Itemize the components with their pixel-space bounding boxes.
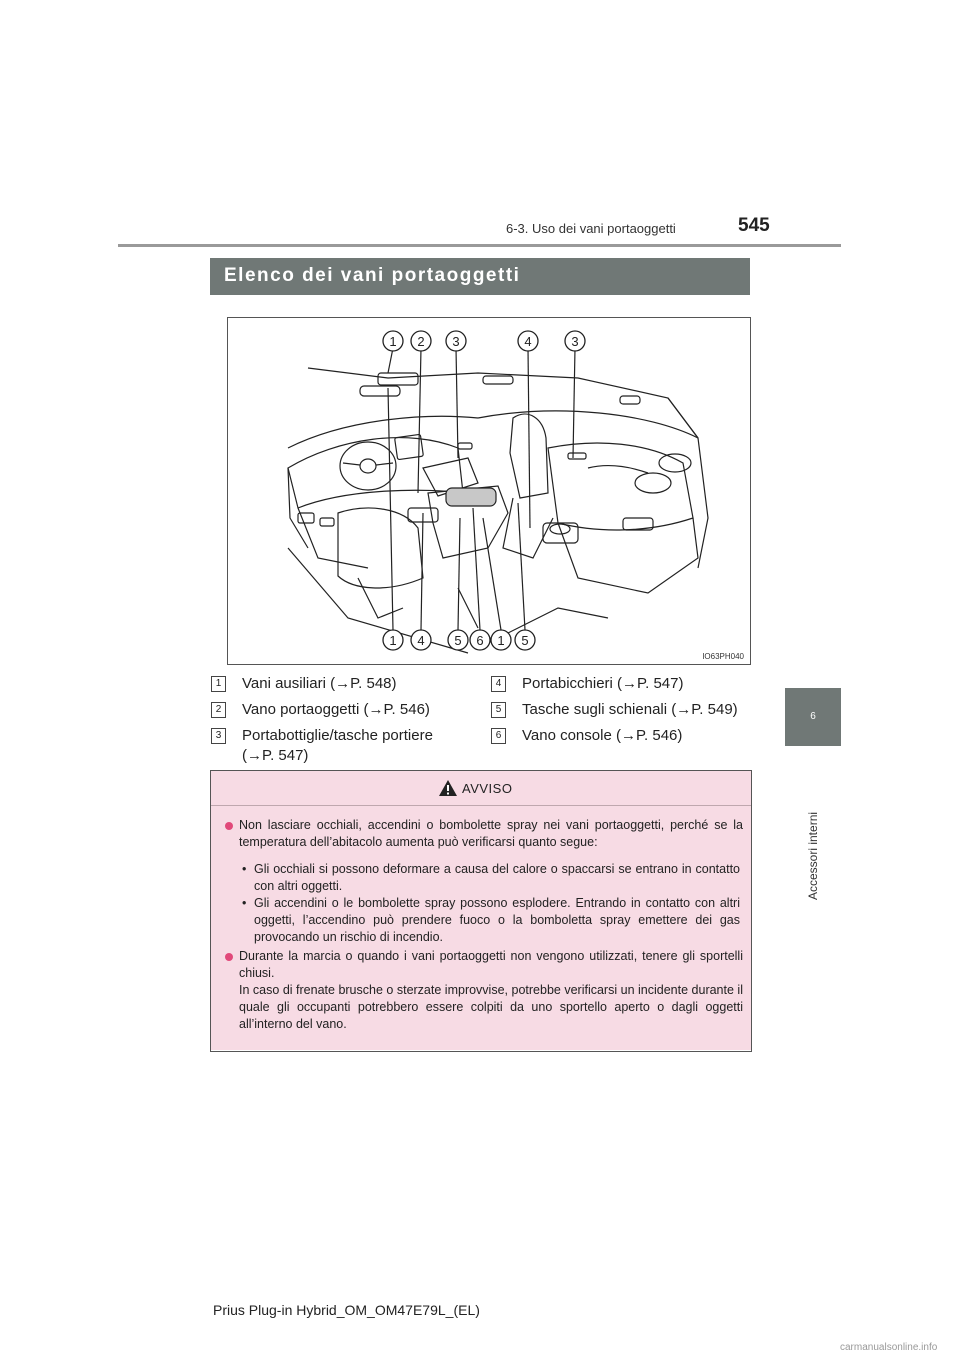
legend-number: 1	[211, 676, 226, 692]
warning-bullet-text: Non lasciare occhiali, accendini o bombo…	[239, 818, 743, 849]
warning-sub-item: • Gli occhiali si possono deformare a ca…	[242, 861, 740, 895]
legend-text: Portabicchieri (→P. 547)	[522, 675, 684, 692]
figure-code: IO63PH040	[702, 652, 744, 661]
bullet-icon	[225, 822, 233, 830]
warning-sub-text: Gli accendini o le bombolette spray poss…	[254, 896, 740, 944]
legend-number: 6	[491, 728, 506, 744]
callout-circle	[382, 629, 404, 651]
callout-circle	[517, 330, 539, 352]
callout-label: 3	[452, 334, 459, 349]
callout-label: 5	[521, 633, 528, 648]
warning-bullet: Durante la marcia o quando i vani portao…	[225, 948, 743, 1033]
bullet-icon	[225, 953, 233, 961]
warning-bullet: Non lasciare occhiali, accendini o bombo…	[225, 817, 743, 851]
footer-doc-id: Prius Plug-in Hybrid_OM_OM47E79L_(EL)	[213, 1302, 480, 1318]
callout-label: 4	[524, 334, 531, 349]
legend-text: Vani ausiliari (→P. 548)	[242, 675, 397, 692]
car-interior-drawing: 1 2 3 4 3 1 4 5 6 1 5	[287, 330, 709, 654]
callout-label: 6	[476, 633, 483, 648]
warning-icon	[439, 780, 457, 796]
callout-circle	[410, 330, 432, 352]
warning-bullet-cont: In caso di frenate brusche o sterzate im…	[239, 983, 743, 1031]
chapter-number: 6	[810, 711, 816, 722]
warning-title: AVVISO	[462, 781, 513, 796]
chapter-tab: 6	[785, 688, 841, 746]
header-rule	[118, 244, 841, 247]
chapter-label: Accessori interni	[806, 811, 820, 900]
callout-label: 2	[417, 334, 424, 349]
callout-circle	[514, 629, 536, 651]
callout-label: 3	[571, 334, 578, 349]
legend-number: 2	[211, 702, 226, 718]
watermark: carmanualsonline.info	[840, 1342, 938, 1353]
warning-sub-item: • Gli accendini o le bombolette spray po…	[242, 895, 740, 946]
warning-bullet-text: Durante la marcia o quando i vani portao…	[239, 949, 743, 980]
callout-circle	[564, 330, 586, 352]
sub-bullet-icon: •	[242, 896, 247, 910]
sub-bullet-icon: •	[242, 862, 247, 876]
callout-circle	[469, 629, 491, 651]
callout-label: 1	[497, 633, 504, 648]
warning-box: AVVISO Non lasciare occhiali, accendini …	[210, 770, 752, 1052]
warning-body: Non lasciare occhiali, accendini o bombo…	[211, 806, 751, 1050]
callout-label: 4	[417, 633, 424, 648]
warning-header: AVVISO	[211, 771, 751, 806]
legend-number: 4	[491, 676, 506, 692]
legend-number: 5	[491, 702, 506, 718]
legend-text: Portabottiglie/tasche portiere	[242, 727, 433, 744]
callout-circle	[410, 629, 432, 651]
callout-label: 1	[389, 633, 396, 648]
interior-illustration: 1 2 3 4 3 1 4 5 6 1 5 IO63PH040	[227, 317, 751, 665]
callout-circle	[447, 629, 469, 651]
callout-circle	[490, 629, 512, 651]
warning-sub-text: Gli occhiali si possono deformare a caus…	[254, 862, 740, 893]
legend-text-cont: (→P. 547)	[242, 747, 309, 764]
callout-label: 5	[454, 633, 461, 648]
page-number: 545	[738, 215, 770, 236]
legend-text: Vano portaoggetti (→P. 546)	[242, 701, 430, 718]
legend-text: Tasche sugli schienali (→P. 549)	[522, 701, 738, 718]
callout-circle	[382, 330, 404, 352]
section-title-bar: Elenco dei vani portaoggetti	[210, 258, 750, 295]
callout-circle	[445, 330, 467, 352]
legend-number: 3	[211, 728, 226, 744]
callout-label: 1	[389, 334, 396, 349]
section-label: 6-3. Uso dei vani portaoggetti	[506, 221, 676, 236]
section-title: Elenco dei vani portaoggetti	[224, 265, 521, 286]
legend-text: Vano console (→P. 546)	[522, 727, 683, 744]
